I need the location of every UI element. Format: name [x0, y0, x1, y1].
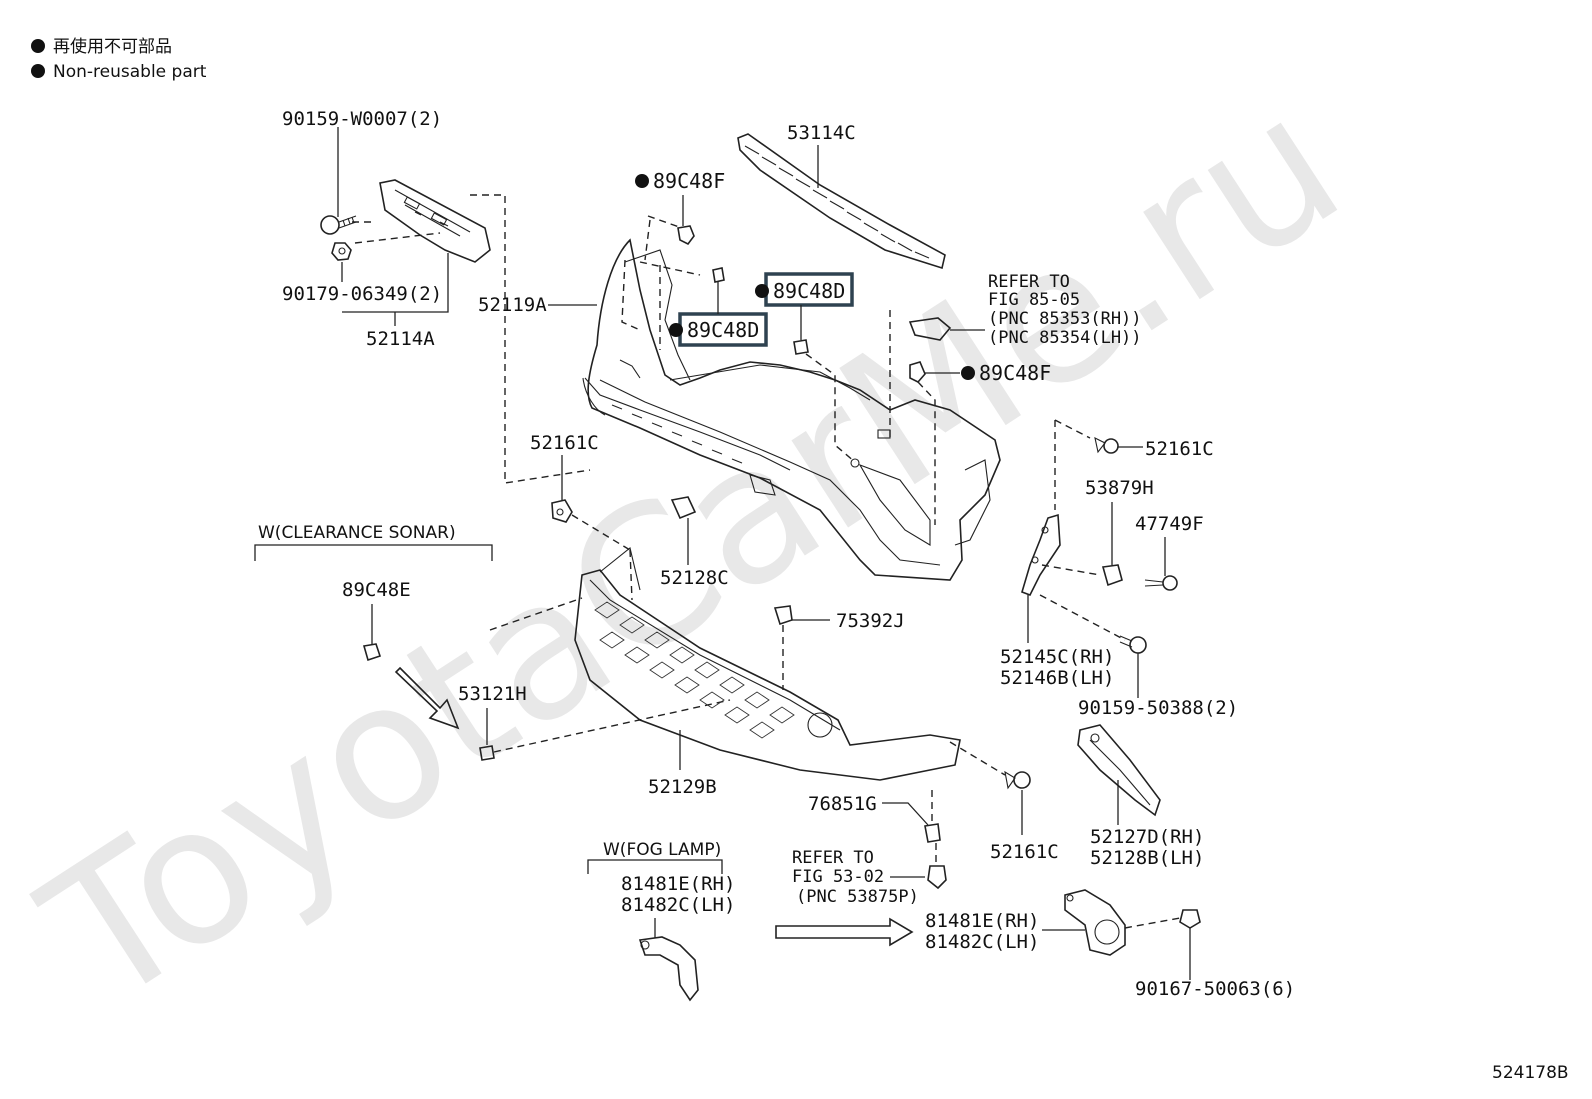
refer-line: (PNC 53875P) [796, 887, 919, 907]
label-53121h: 53121H [458, 683, 527, 705]
non-reusable-bullet-icon [669, 323, 683, 337]
clip-89c48d-left[interactable] [712, 267, 725, 283]
sensor-clip-89c48e[interactable] [362, 643, 382, 662]
label-53114c: 53114C [787, 122, 856, 144]
label-52119a: 52119A [478, 294, 547, 316]
label-89c48e: 89C48E [342, 579, 411, 601]
side-retainer-52145c[interactable] [1021, 513, 1061, 597]
upper-grille-53114c[interactable] [737, 133, 946, 270]
label-81481e-right: 81481E(RH) [925, 910, 1039, 932]
refer-line: FIG 85-05 [988, 290, 1080, 310]
refer-line: (PNC 85353(RH)) [988, 309, 1142, 329]
label-53879h: 53879H [1085, 477, 1154, 499]
bracket-52127d[interactable] [1077, 724, 1161, 817]
label-90159-w0007: 90159-W0007(2) [282, 108, 442, 130]
legend-en: Non-reusable part [53, 62, 207, 82]
non-reusable-bullet-icon [961, 366, 975, 380]
label-52128b: 52128B(LH) [1090, 847, 1204, 869]
legend-jp: 再使用不可部品 [53, 36, 172, 57]
refer-line: FIG 53-02 [792, 867, 884, 887]
label-75392j: 75392J [836, 610, 905, 632]
bracket-52128c[interactable] [670, 496, 697, 520]
clip-52161c-right[interactable] [1094, 436, 1119, 454]
refer-line: REFER TO [988, 272, 1070, 292]
bolt-90159-w0007[interactable] [320, 215, 357, 235]
license-bracket-52114a[interactable] [379, 179, 491, 263]
bumper-cover-52119a[interactable] [582, 238, 1001, 581]
screw-90167-50063[interactable] [1179, 909, 1201, 929]
retainer-53879h[interactable] [1101, 564, 1123, 587]
label-81482c-right: 81482C(LH) [925, 931, 1039, 953]
diagram-id: 524178B [1492, 1063, 1569, 1083]
label-52146b: 52146B(LH) [1000, 667, 1114, 689]
refer-line: REFER TO [792, 848, 874, 868]
clip-89c48f-top[interactable] [677, 225, 695, 246]
refer-fig53-note[interactable]: REFER TO FIG 53-02 (PNC 53875P) [792, 848, 919, 907]
legend: 再使用不可部品 Non-reusable part [31, 36, 207, 82]
tow-hook-cover[interactable] [908, 317, 952, 341]
bolt-90159-50388[interactable] [1119, 635, 1147, 654]
label-89c48f-top: 89C48F [653, 169, 725, 193]
bullet-icon [31, 64, 45, 78]
label-52127d: 52127D(RH) [1090, 826, 1204, 848]
label-89c48f-right: 89C48F [979, 361, 1051, 385]
lower-grille-52129b[interactable] [574, 547, 961, 781]
label-52128c: 52128C [660, 567, 729, 589]
label-52114a: 52114A [366, 328, 435, 350]
label-52161c-left: 52161C [530, 432, 599, 454]
label-81481e-left: 81481E(RH) [621, 873, 735, 895]
non-reusable-bullet-icon [635, 174, 649, 188]
label-81482c-left: 81482C(LH) [621, 894, 735, 916]
clip-89c48f-right[interactable] [909, 361, 926, 383]
label-52145c: 52145C(RH) [1000, 646, 1114, 668]
arrow-icon [775, 917, 914, 947]
label-90179-06349: 90179-06349(2) [282, 283, 442, 305]
clip-53121h[interactable] [479, 745, 495, 761]
label-52129b: 52129B [648, 776, 717, 798]
clip-52161c-bottom[interactable] [1004, 770, 1031, 790]
label-90167-50063: 90167-50063(6) [1135, 978, 1295, 1000]
clip-52161c-left[interactable] [551, 499, 573, 523]
label-47749f: 47749F [1135, 513, 1204, 535]
bullet-icon [31, 39, 45, 53]
arrow-icon [394, 666, 460, 730]
label-52161c-bottom: 52161C [990, 841, 1059, 863]
group-clearance-sonar: W(CLEARANCE SONAR) [258, 523, 456, 543]
refer-fig85-note[interactable]: REFER TO FIG 85-05 (PNC 85353(RH)) (PNC … [988, 272, 1142, 348]
nut-90179-06349[interactable] [331, 242, 352, 261]
refer-line: (PNC 85354(LH)) [988, 328, 1142, 348]
group-fog-lamp: W(FOG LAMP) [603, 840, 721, 860]
label-90159-50388: 90159-50388(2) [1078, 697, 1238, 719]
non-reusable-bullet-icon [755, 284, 769, 298]
label-76851g: 76851G [808, 793, 877, 815]
clip-76851g[interactable] [924, 823, 941, 843]
label-89c48d-left[interactable]: 89C48D [687, 318, 759, 342]
label-89c48d-right[interactable]: 89C48D [773, 279, 845, 303]
screw-53875p[interactable] [927, 865, 947, 890]
clip-89c48d-right[interactable] [793, 339, 809, 355]
label-52161c-right: 52161C [1145, 438, 1214, 460]
fog-bezel-81481e-left[interactable] [638, 936, 699, 1002]
fog-bezel-81481e-right[interactable] [1064, 889, 1126, 956]
clip-47749f[interactable] [1144, 575, 1178, 591]
